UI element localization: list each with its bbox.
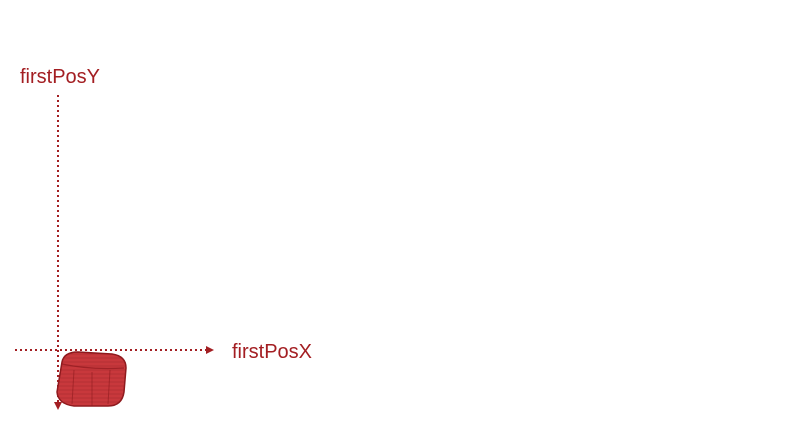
x-axis-label: firstPosX <box>232 341 313 363</box>
y-axis-label: firstPosY <box>20 66 101 88</box>
red-block-piece-icon <box>56 351 127 407</box>
